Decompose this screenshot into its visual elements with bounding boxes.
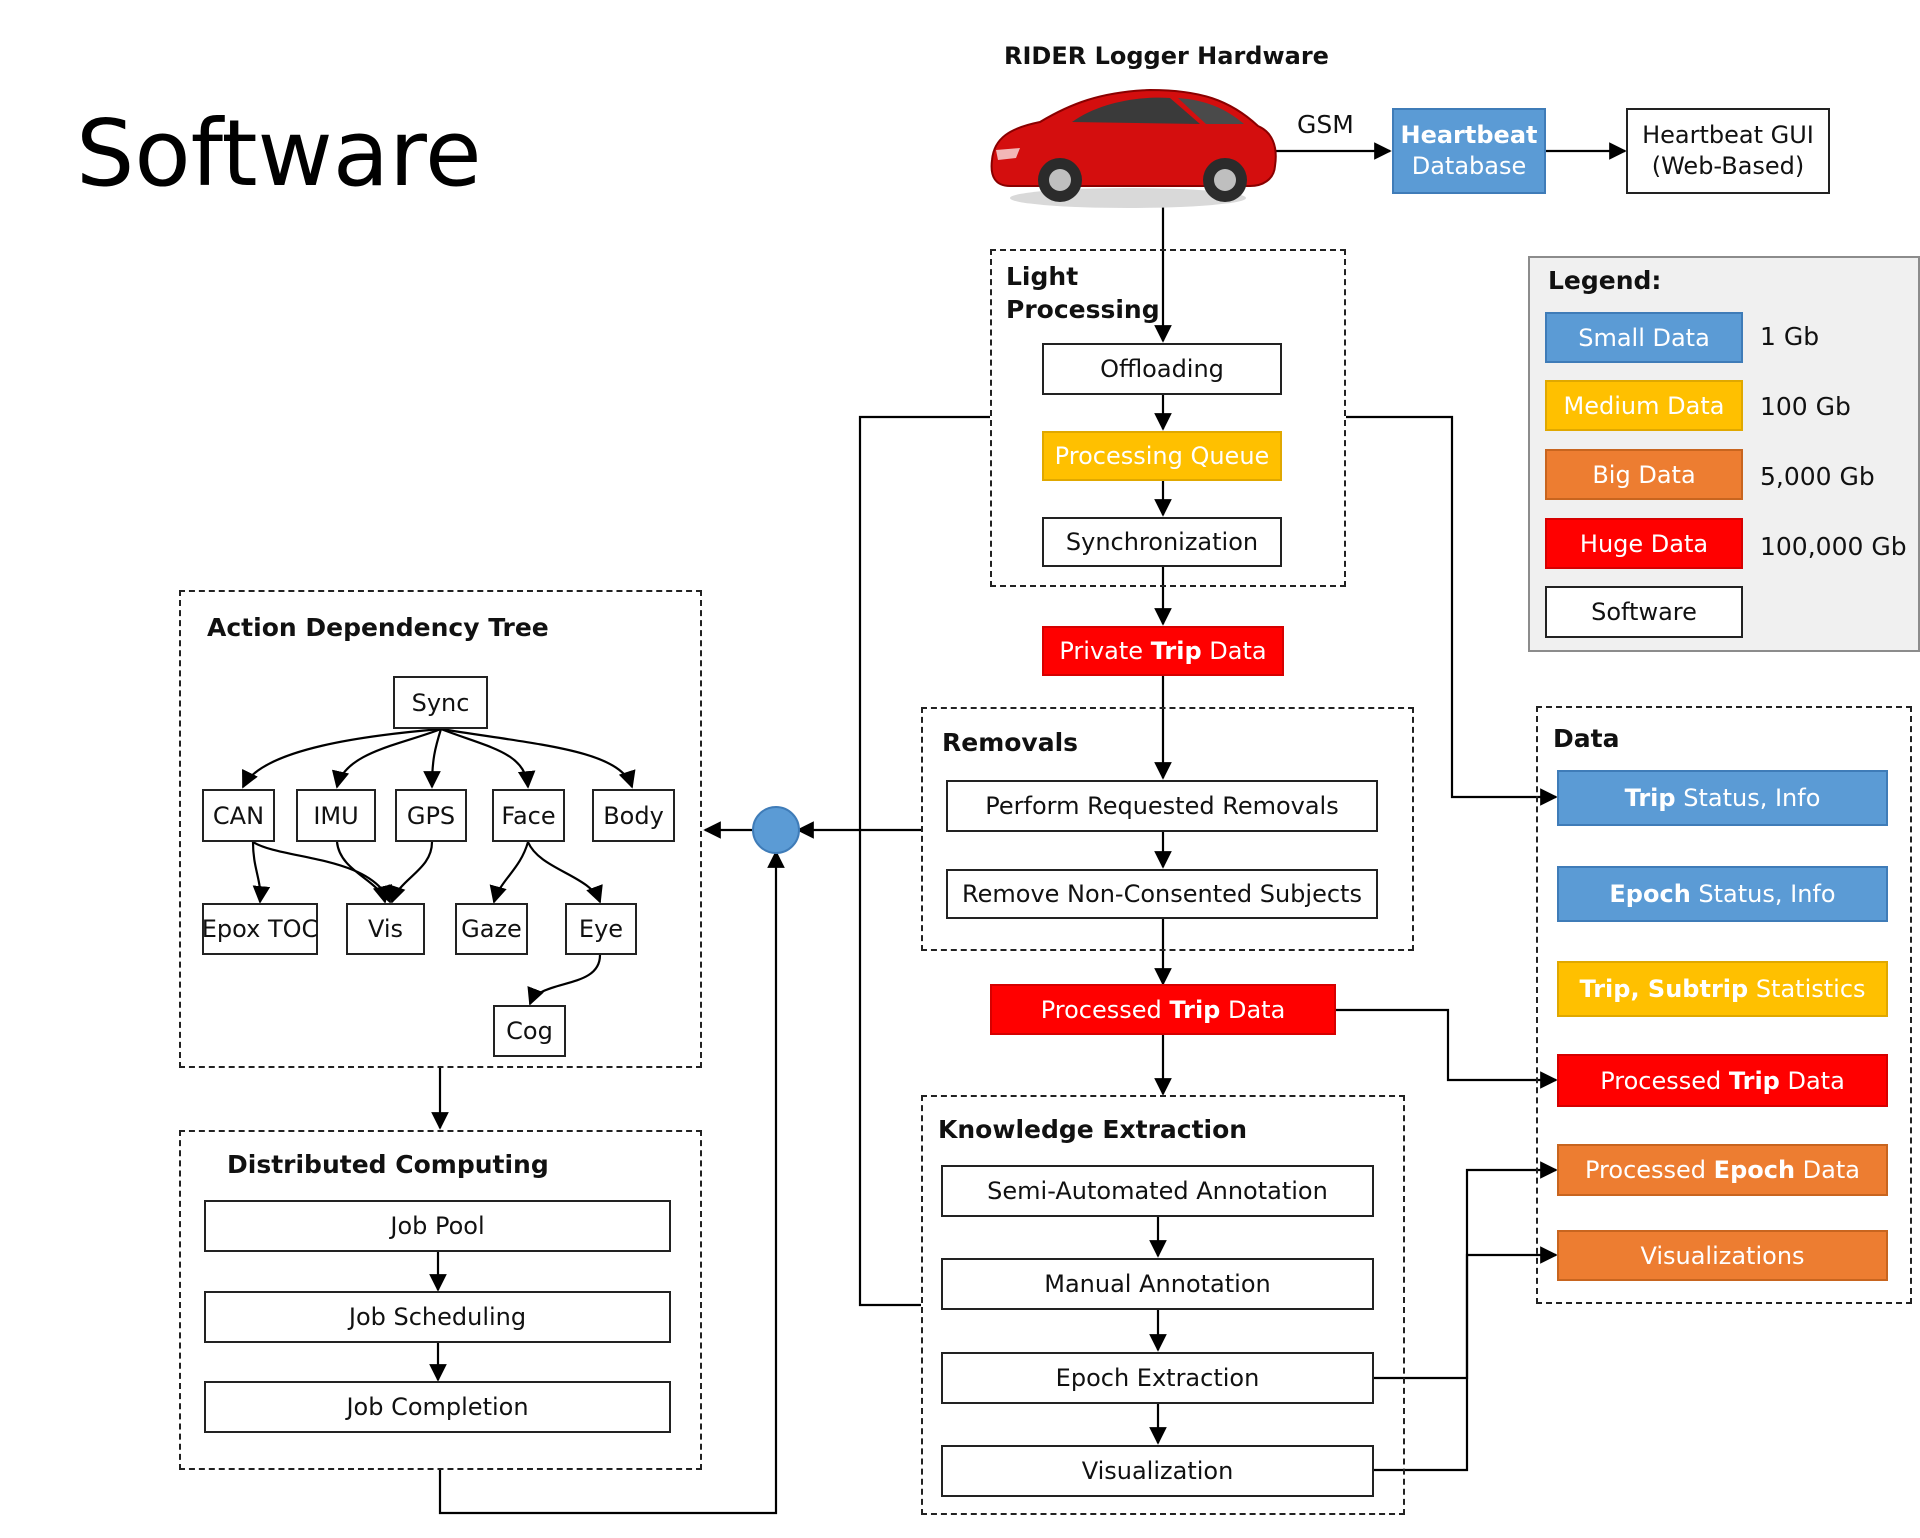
legend-medium-data: Medium Data [1545,380,1743,431]
processed-trip-post: Data [1220,995,1286,1024]
gsm-label: GSM [1297,110,1354,139]
tree-node-can: CAN [202,789,275,842]
private-trip-pre: Private [1059,637,1151,665]
processed-trip-bold: Trip [1169,995,1221,1024]
data-processed-epoch-rest: Data [1795,1156,1860,1184]
legend-huge-data: Huge Data [1545,518,1743,569]
data-processed-epoch-pre: Processed [1585,1156,1714,1184]
job-scheduling-box: Job Scheduling [204,1291,671,1343]
legend-title: Legend: [1548,266,1662,295]
removals-region [921,707,1414,951]
tree-node-gps: GPS [395,789,467,842]
data-visualizations: Visualizations [1557,1230,1888,1281]
data-processed-epoch-bold: Epoch [1713,1156,1796,1184]
data-region [1536,706,1912,1304]
heartbeat-db-line1: Heartbeat [1400,120,1538,149]
legend-software: Software [1545,586,1743,638]
data-epoch-status-rest: Status, Info [1690,880,1836,908]
light-processing-title-line1: Light [1006,262,1079,291]
tree-node-epox-toc: Epox TOC [202,903,318,955]
data-trip-statistics-rest: Statistics [1748,975,1866,1003]
private-trip-post: Data [1201,637,1267,665]
legend-huge-size: 100,000 Gb [1760,532,1907,561]
data-visualizations-text: Visualizations [1640,1241,1805,1270]
data-processed-trip-rest: Data [1779,1066,1845,1095]
tree-node-sync: Sync [393,676,488,729]
removals-title: Removals [942,728,1079,757]
heartbeat-gui-line2: (Web-Based) [1651,152,1805,180]
private-trip-data-box: Private Trip Data [1042,626,1284,676]
data-title: Data [1553,724,1620,753]
job-pool-box: Job Pool [204,1200,671,1252]
legend-medium-size: 100 Gb [1760,392,1851,421]
heartbeat-gui-box: Heartbeat GUI (Web-Based) [1626,108,1830,194]
light-processing-title-line2: Processing [1006,295,1160,324]
car-icon [990,88,1277,208]
data-trip-status-rest: Status, Info [1675,784,1821,812]
heartbeat-gui-line1: Heartbeat GUI [1642,120,1814,149]
data-processed-trip: Processed Trip Data [1557,1054,1888,1107]
synchronization-box: Synchronization [1042,517,1282,567]
processed-trip-pre: Processed [1040,995,1170,1024]
data-processed-trip-bold: Trip [1728,1066,1780,1095]
page-title: Software [76,100,482,207]
job-completion-box: Job Completion [204,1381,671,1433]
remove-non-consented-box: Remove Non-Consented Subjects [946,869,1378,919]
epoch-extraction-box: Epoch Extraction [941,1352,1374,1404]
tree-node-gaze: Gaze [455,903,528,955]
data-trip-status-bold: Trip [1624,784,1676,812]
data-processed-trip-pre: Processed [1600,1066,1729,1095]
light-processing-region [990,249,1346,587]
data-trip-statistics-bold: Trip, Subtrip [1579,975,1749,1003]
data-trip-statistics: Trip, Subtrip Statistics [1557,961,1888,1017]
merge-junction [752,806,800,854]
data-processed-epoch: Processed Epoch Data [1557,1144,1888,1196]
action-dependency-tree-region [179,590,702,1068]
private-trip-bold: Trip [1150,637,1202,665]
tree-node-vis: Vis [346,903,425,955]
distributed-computing-region [179,1130,702,1470]
tree-node-imu: IMU [296,789,376,842]
data-trip-status: Trip Status, Info [1557,770,1888,826]
visualization-box: Visualization [941,1445,1374,1497]
hardware-label: RIDER Logger Hardware [1004,42,1329,70]
legend-big-data: Big Data [1545,449,1743,500]
knowledge-extraction-region [921,1095,1405,1515]
legend-small-size: 1 Gb [1760,322,1820,351]
tree-node-face: Face [492,789,565,842]
data-epoch-status-bold: Epoch [1609,880,1691,908]
offloading-box: Offloading [1042,343,1282,395]
tree-node-cog: Cog [493,1005,566,1057]
legend-big-size: 5,000 Gb [1760,462,1875,491]
knowledge-extraction-title: Knowledge Extraction [938,1115,1248,1144]
semi-automated-annotation-box: Semi-Automated Annotation [941,1165,1374,1217]
processing-queue-box: Processing Queue [1042,431,1282,481]
legend-small-data: Small Data [1545,312,1743,363]
heartbeat-database-box: Heartbeat Database [1392,108,1546,194]
tree-node-eye: Eye [565,903,637,955]
heartbeat-db-line2: Database [1411,152,1527,180]
manual-annotation-box: Manual Annotation [941,1258,1374,1310]
data-epoch-status: Epoch Status, Info [1557,866,1888,922]
perform-requested-removals-box: Perform Requested Removals [946,780,1378,832]
tree-node-body: Body [592,789,675,842]
action-tree-title: Action Dependency Tree [207,613,549,642]
processed-trip-data-box: Processed Trip Data [990,984,1336,1035]
distributed-computing-title: Distributed Computing [227,1150,549,1179]
